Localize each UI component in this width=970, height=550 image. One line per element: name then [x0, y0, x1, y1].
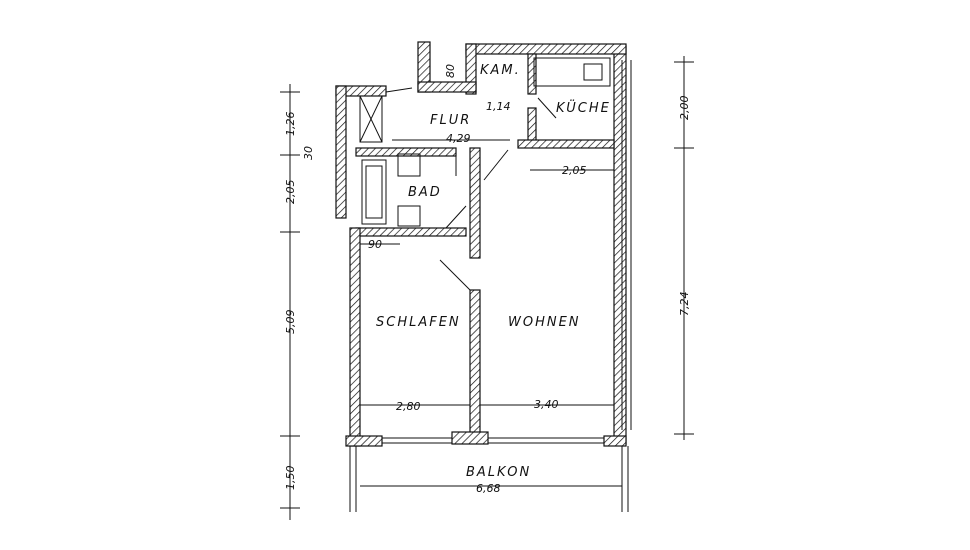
kitchen-counter — [533, 57, 611, 87]
windows — [382, 60, 632, 444]
room-label-kamin: KAM. — [480, 63, 521, 78]
room-label-schlafen: SCHLAFEN — [376, 315, 461, 330]
dim-left-30: 30 — [302, 146, 315, 160]
wall-kamin-left — [465, 43, 477, 95]
room-label-kueche: KÜCHE — [556, 99, 611, 116]
balcony — [349, 446, 629, 512]
dim-left-126: 1,26 — [284, 112, 297, 137]
dim-wohnen-205: 2,05 — [562, 164, 587, 177]
room-labels: KAM. KÜCHE FLUR BAD SCHLAFEN WOHNEN BALK… — [376, 63, 611, 480]
room-label-flur: FLUR — [430, 113, 471, 128]
dim-left-150: 1,50 — [284, 466, 297, 491]
fixtures — [359, 57, 611, 227]
wall-bottom-left — [345, 435, 383, 447]
room-label-bad: BAD — [408, 185, 442, 200]
wall-bath-bottom — [355, 227, 467, 237]
dimension-lines — [280, 56, 694, 520]
washbasin — [397, 153, 421, 177]
wall-bottom-right — [603, 435, 627, 447]
dim-right-724: 7,24 — [678, 292, 691, 317]
stove — [583, 63, 603, 81]
wall-middle-lower — [469, 289, 481, 441]
wall-top — [465, 43, 627, 55]
wall-shaft-bottom — [417, 81, 477, 93]
room-label-balkon: BALKON — [466, 465, 531, 480]
dim-right-200: 2,00 — [678, 96, 691, 121]
dim-bad-90: 90 — [368, 238, 382, 251]
room-label-wohnen: WOHNEN — [508, 315, 581, 330]
wall-right — [613, 45, 627, 445]
dim-top-80: 80 — [444, 64, 457, 78]
doors — [385, 87, 557, 291]
wall-bottom-mid — [451, 431, 489, 445]
dim-left-509: 5,09 — [284, 310, 297, 335]
bathtub — [361, 159, 387, 225]
wall-bath-top — [355, 147, 457, 157]
cupboard — [359, 95, 383, 143]
wall-left-bedroom — [349, 227, 361, 447]
wall-left-upper — [335, 85, 347, 219]
wall-kitchen-left-lower — [527, 107, 537, 143]
wall-kitchen-left — [527, 53, 537, 95]
dimension-labels: 80 4,29 1,14 2,05 90 2,80 3,40 6,68 1,26… — [284, 64, 691, 495]
dim-balkon-width: 6,68 — [476, 482, 501, 495]
wall-kitchen-bottom — [517, 139, 615, 149]
dim-schlafen-width: 2,80 — [396, 400, 421, 413]
dim-wohnen-width: 3,40 — [534, 398, 559, 411]
toilet — [397, 205, 421, 227]
dim-flur-width: 4,29 — [446, 132, 471, 145]
dim-left-205: 2,05 — [284, 180, 297, 205]
dim-door-114: 1,14 — [486, 100, 511, 113]
wall-middle-upper — [469, 147, 481, 259]
